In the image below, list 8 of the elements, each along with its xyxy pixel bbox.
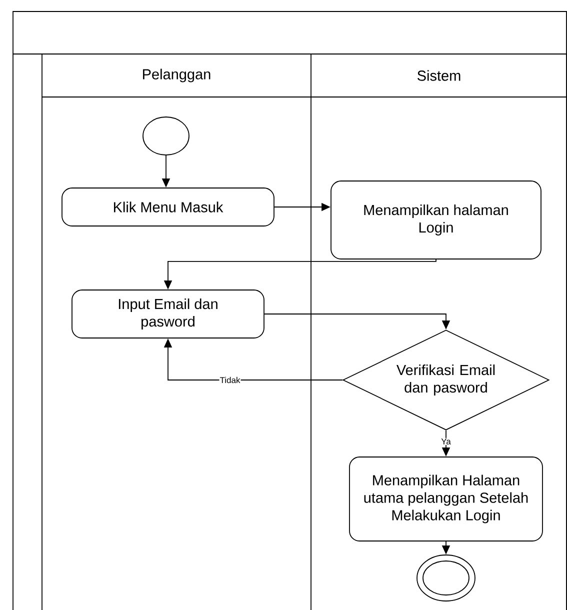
action-box: Menampilkan Halaman utama pelanggan Setelah Melakukan Login bbox=[349, 456, 543, 542]
end-node bbox=[416, 554, 476, 602]
start-node bbox=[142, 116, 190, 156]
edge-label: Ya bbox=[440, 438, 452, 445]
action-box: Input Email dan pasword bbox=[72, 290, 264, 338]
action-box: Menampilkan halaman Login bbox=[330, 180, 542, 260]
edge-label: Tidak bbox=[219, 376, 241, 384]
action-box: Klik Menu Masuk bbox=[62, 188, 274, 226]
